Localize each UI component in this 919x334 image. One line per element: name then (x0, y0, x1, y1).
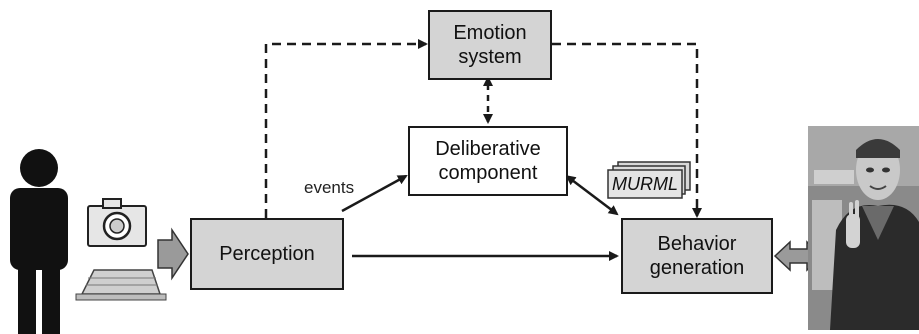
deliberative-label-line2: component (438, 162, 538, 184)
edge-perception-to-emotion (264, 39, 428, 218)
deliberative-component-box: Deliberative component (408, 126, 568, 196)
edge-emotion-to-behavior (552, 42, 702, 218)
emotion-system-box: Emotion system (428, 10, 552, 80)
deliberative-label-line1: Deliberative (435, 138, 541, 160)
emotion-system-label-line1: Emotion (453, 22, 527, 44)
human-figure-icon (10, 149, 68, 334)
behavior-generation-box: Behavior generation (621, 218, 773, 294)
behavior-label-line1: Behavior (657, 233, 737, 255)
murml-label: MURML (612, 174, 678, 194)
behavior-label-line2: generation (649, 257, 745, 279)
input-block-arrow (157, 227, 189, 281)
emotion-system-label-line2: system (458, 46, 522, 68)
events-edge-label: events (304, 178, 355, 197)
murml-document-icon (607, 161, 691, 199)
keyboard-icon (75, 269, 167, 301)
perception-label: Perception (219, 243, 315, 265)
edge-deliberative-behavior (565, 175, 619, 216)
agent-character-image (808, 126, 919, 330)
edge-perception-to-deliberative (341, 174, 408, 213)
camera-icon (87, 198, 147, 247)
perception-box: Perception (190, 218, 344, 290)
